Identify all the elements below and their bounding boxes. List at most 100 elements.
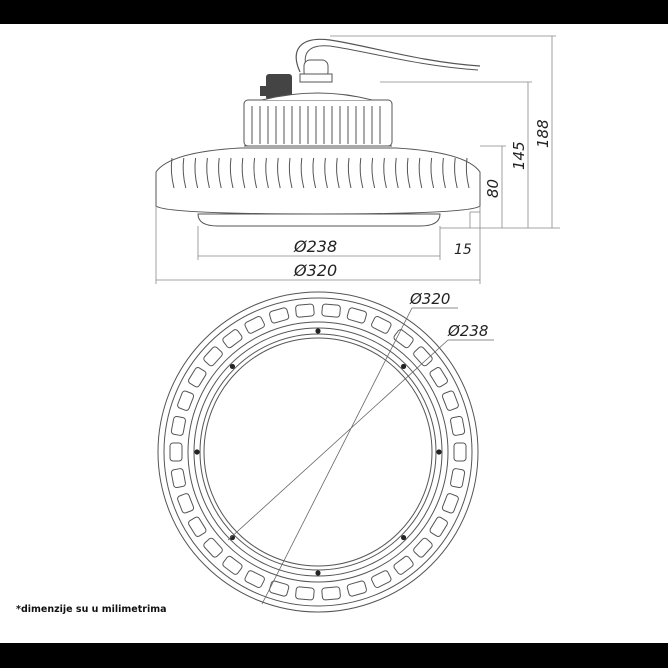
dim-total-height: 188 bbox=[534, 119, 552, 148]
dim-outer-diameter: Ø320 bbox=[293, 261, 337, 280]
vent-slot bbox=[203, 346, 223, 367]
top-dim-lens-diameter: Ø238 bbox=[447, 322, 488, 340]
housing-fin bbox=[206, 157, 210, 189]
lens bbox=[197, 213, 441, 227]
housing-fins bbox=[170, 157, 470, 189]
vent-slot bbox=[371, 316, 392, 334]
housing-fin bbox=[241, 157, 246, 189]
housing-fin bbox=[347, 157, 352, 189]
housing-fin bbox=[454, 157, 458, 189]
housing-fin bbox=[218, 157, 222, 189]
housing-fin bbox=[265, 157, 269, 189]
screw bbox=[229, 534, 236, 541]
leader-320 bbox=[261, 307, 413, 605]
screws bbox=[194, 328, 442, 576]
vent-slot bbox=[222, 555, 243, 575]
housing-fin bbox=[170, 157, 175, 189]
dim-housing-height: 80 bbox=[484, 179, 502, 198]
vent-slot bbox=[295, 586, 315, 601]
connector bbox=[260, 74, 292, 100]
housing-fin bbox=[277, 157, 281, 189]
screw bbox=[436, 449, 442, 455]
power-cable bbox=[295, 38, 481, 73]
housing-fin bbox=[430, 157, 435, 189]
units-note: *dimenzije su u milimetrima bbox=[16, 604, 167, 615]
side-view bbox=[155, 38, 481, 227]
housing-fin bbox=[418, 157, 423, 189]
housing-fin bbox=[300, 157, 305, 189]
housing-fin bbox=[324, 157, 328, 189]
vent-slot bbox=[269, 580, 290, 597]
bezel-ring bbox=[193, 327, 443, 577]
top-dim-outer-diameter: Ø320 bbox=[409, 290, 450, 308]
lens-ring-inner bbox=[203, 337, 433, 567]
driver-top-ring bbox=[261, 92, 373, 101]
screw bbox=[315, 570, 321, 576]
vent-slot bbox=[244, 570, 265, 588]
vent-slot bbox=[169, 442, 183, 462]
vent-slot bbox=[450, 415, 466, 436]
top-view bbox=[157, 291, 494, 613]
housing-fin bbox=[371, 157, 376, 189]
housing-fin bbox=[442, 157, 446, 189]
vent-slot bbox=[453, 442, 467, 462]
vent-slot bbox=[441, 493, 459, 514]
dim-lens-diameter: Ø238 bbox=[293, 237, 337, 256]
vent-slots bbox=[169, 303, 467, 601]
vent-slot bbox=[269, 307, 290, 324]
housing-fin bbox=[288, 157, 293, 189]
driver-housing bbox=[243, 99, 393, 147]
vent-slot bbox=[441, 390, 459, 411]
vent-slot bbox=[188, 367, 207, 388]
vent-slot bbox=[413, 346, 433, 367]
driver-fins bbox=[251, 106, 381, 144]
outer-rim-inner bbox=[163, 297, 473, 607]
housing-fin bbox=[465, 157, 470, 189]
vent-slot bbox=[177, 390, 195, 411]
housing-fin bbox=[253, 157, 258, 189]
leader-238 bbox=[227, 339, 449, 541]
housing-fin bbox=[359, 157, 364, 189]
screw bbox=[315, 328, 321, 334]
screw bbox=[400, 363, 407, 370]
drawing-canvas: 188 145 80 15 Ø238 Ø320 Ø320 Ø238 *dimen… bbox=[0, 24, 668, 643]
fin-ring-inner bbox=[187, 321, 449, 583]
housing-fin bbox=[194, 157, 199, 189]
vent-slot bbox=[295, 303, 315, 318]
vent-slot bbox=[393, 555, 414, 575]
dim-lens-offset: 15 bbox=[454, 242, 472, 258]
housing-fin bbox=[229, 157, 234, 189]
screw bbox=[194, 449, 200, 455]
vent-slot bbox=[450, 468, 466, 489]
dim-body-height: 145 bbox=[510, 141, 528, 170]
technical-drawing: 188 145 80 15 Ø238 Ø320 Ø320 Ø238 bbox=[155, 35, 560, 613]
vent-slot bbox=[222, 329, 243, 349]
vent-slot bbox=[429, 516, 448, 537]
power-cable-inner bbox=[304, 45, 479, 73]
vent-slot bbox=[321, 586, 341, 601]
vent-slot bbox=[371, 570, 392, 588]
housing-fin bbox=[395, 157, 399, 189]
side-dimensions bbox=[155, 35, 560, 284]
housing-fin bbox=[312, 157, 317, 189]
vent-slot bbox=[413, 537, 433, 558]
housing-fin bbox=[383, 157, 387, 189]
lens-ring-outer bbox=[199, 333, 437, 571]
outer-rim bbox=[157, 291, 479, 613]
vent-slot bbox=[321, 303, 341, 318]
screw bbox=[229, 363, 236, 370]
vent-slot bbox=[346, 580, 367, 597]
vent-slot bbox=[177, 493, 195, 514]
vent-slot bbox=[429, 367, 448, 388]
vent-slot bbox=[346, 307, 367, 324]
vent-slot bbox=[393, 329, 414, 349]
vent-slot bbox=[244, 316, 265, 334]
screw bbox=[400, 534, 407, 541]
cable-gland bbox=[299, 59, 333, 83]
housing-fin bbox=[336, 157, 340, 189]
housing-fin bbox=[406, 157, 411, 189]
vent-slot bbox=[188, 516, 207, 537]
housing-fin bbox=[182, 157, 187, 189]
vent-slot bbox=[170, 468, 186, 489]
main-housing bbox=[155, 147, 481, 215]
